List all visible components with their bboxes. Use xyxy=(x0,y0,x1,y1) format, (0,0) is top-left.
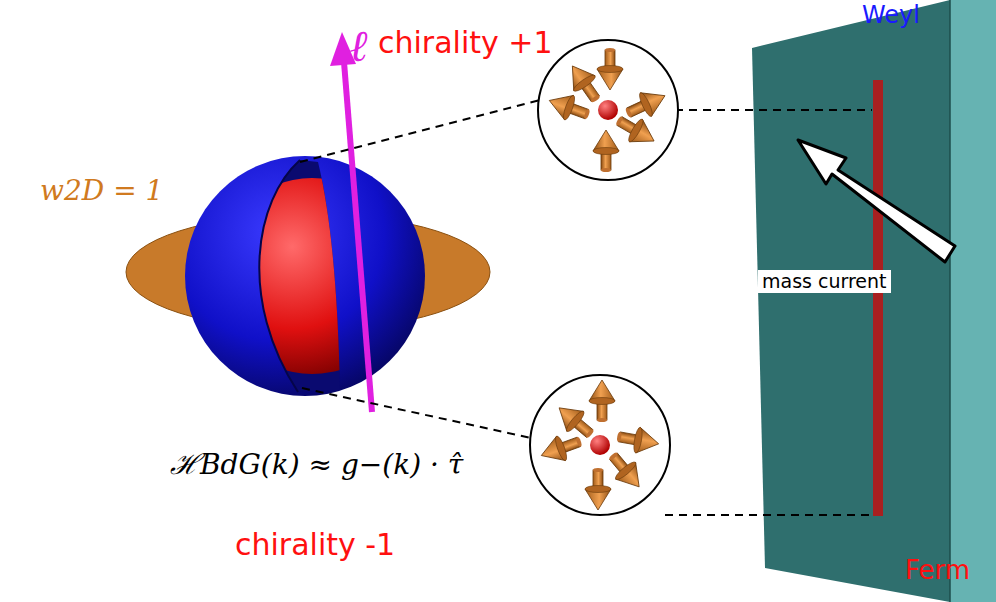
cutaway xyxy=(214,150,410,400)
l-vector xyxy=(344,62,372,412)
panel-side xyxy=(950,0,996,602)
vector-label: ℓ xyxy=(350,22,369,70)
winding-label: w2D = 1 xyxy=(40,176,163,207)
chirality-label: chirality +1 xyxy=(378,26,553,59)
fermi-arc-line xyxy=(873,80,883,516)
inset-minus xyxy=(530,375,670,515)
sphere xyxy=(185,156,425,396)
panel xyxy=(752,0,950,602)
hamiltonian-label: ℋBdG(k) ≈ g−(k) · τ̂ xyxy=(170,450,463,481)
chirality-label: chirality -1 xyxy=(235,528,395,561)
mass-current-arrow xyxy=(798,140,955,262)
cut-title: Weyl xyxy=(862,2,920,28)
arc-label: Ferm xyxy=(905,556,970,585)
inset-plus xyxy=(538,40,678,180)
arrow-label: mass current xyxy=(758,270,891,293)
